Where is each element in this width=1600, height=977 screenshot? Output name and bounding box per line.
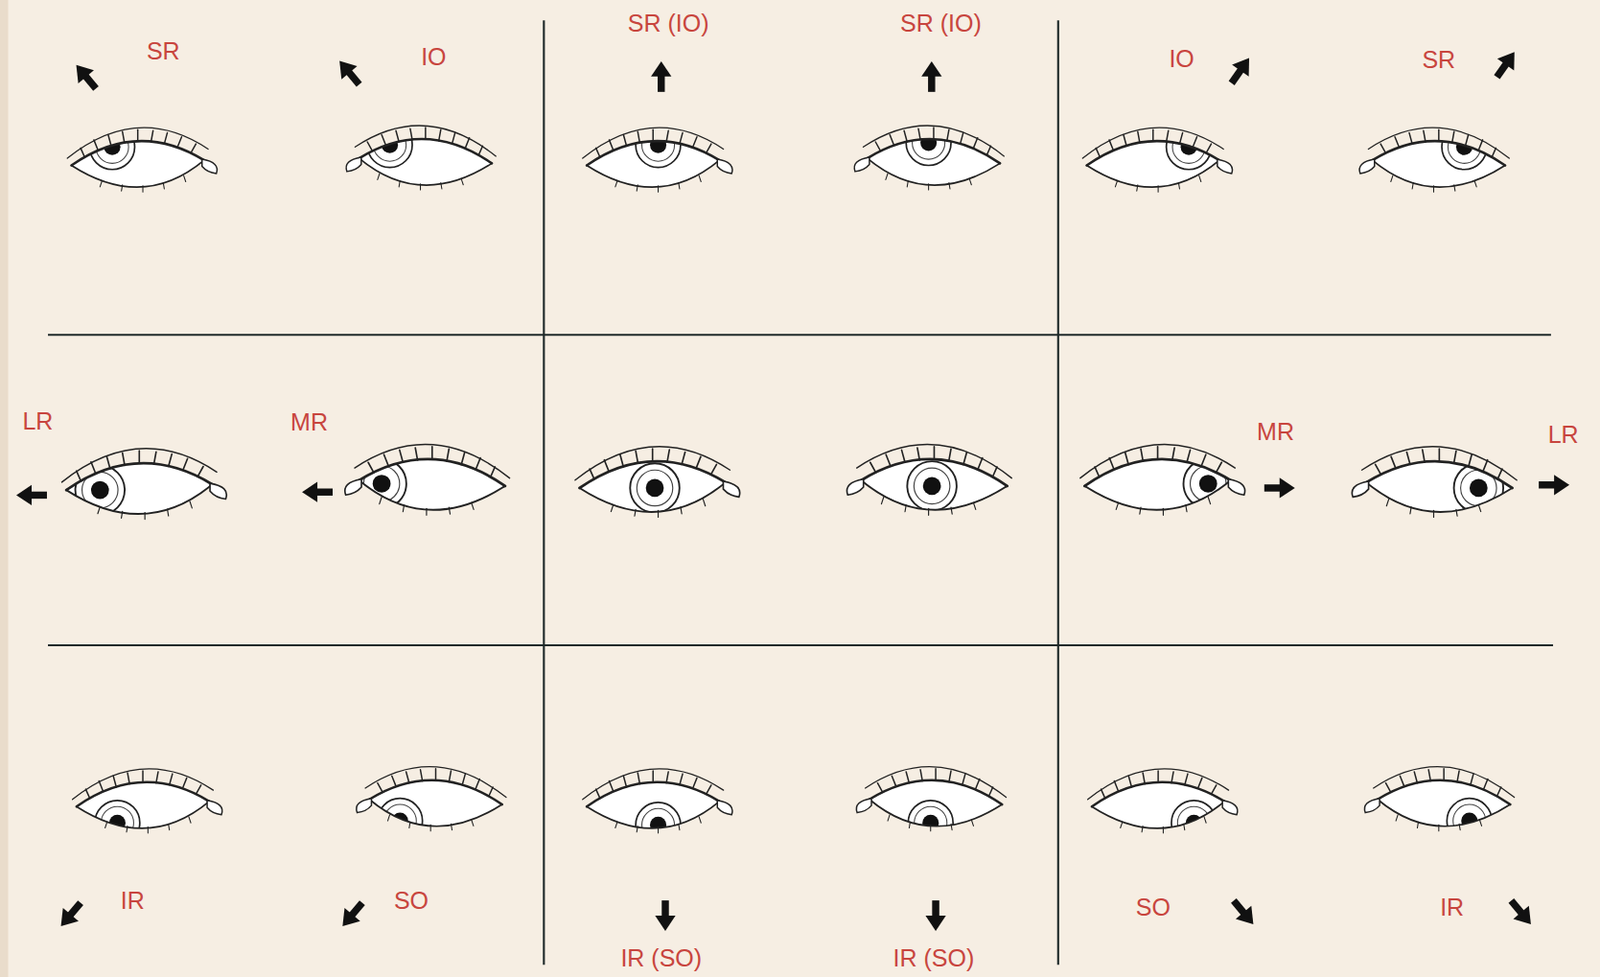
eye: [582, 122, 733, 192]
muscle-label: IR (SO): [620, 945, 702, 970]
muscle-label: MR: [1256, 419, 1295, 444]
muscle-label: SO: [1136, 894, 1171, 919]
eye: [582, 768, 733, 848]
eye: [346, 122, 496, 190]
eye: [1080, 444, 1246, 516]
eye: [846, 444, 1012, 516]
muscle-label: SR: [146, 39, 181, 64]
eye: [356, 766, 507, 844]
eye: [854, 120, 1004, 190]
eye: [1359, 124, 1509, 192]
direction-arrows: [16, 46, 1570, 933]
muscle-label: LR: [22, 408, 53, 433]
eye: [72, 768, 223, 846]
eye: [1082, 124, 1232, 192]
page-edge: [0, 0, 9, 977]
muscle-label: IO: [1168, 46, 1194, 70]
muscle-label: SO: [394, 888, 429, 913]
eye: [1088, 768, 1238, 846]
muscle-label: IR: [120, 888, 145, 913]
eye: [856, 766, 1006, 846]
eye: [1364, 766, 1514, 844]
muscle-label: LR: [1548, 421, 1579, 446]
muscle-label: IR (SO): [893, 945, 975, 970]
muscle-label: SR (IO): [627, 11, 710, 36]
muscle-label: IO: [420, 44, 446, 69]
eye: [575, 446, 741, 518]
muscle-label: MR: [290, 409, 328, 434]
eye: [1351, 446, 1517, 518]
eye: [67, 124, 217, 192]
muscle-label: SR (IO): [900, 11, 982, 36]
muscle-label: IR: [1439, 894, 1464, 919]
grid-lines: [47, 20, 1554, 965]
muscle-label: SR: [1421, 46, 1456, 71]
eye: [62, 448, 228, 520]
eye: [345, 444, 511, 516]
